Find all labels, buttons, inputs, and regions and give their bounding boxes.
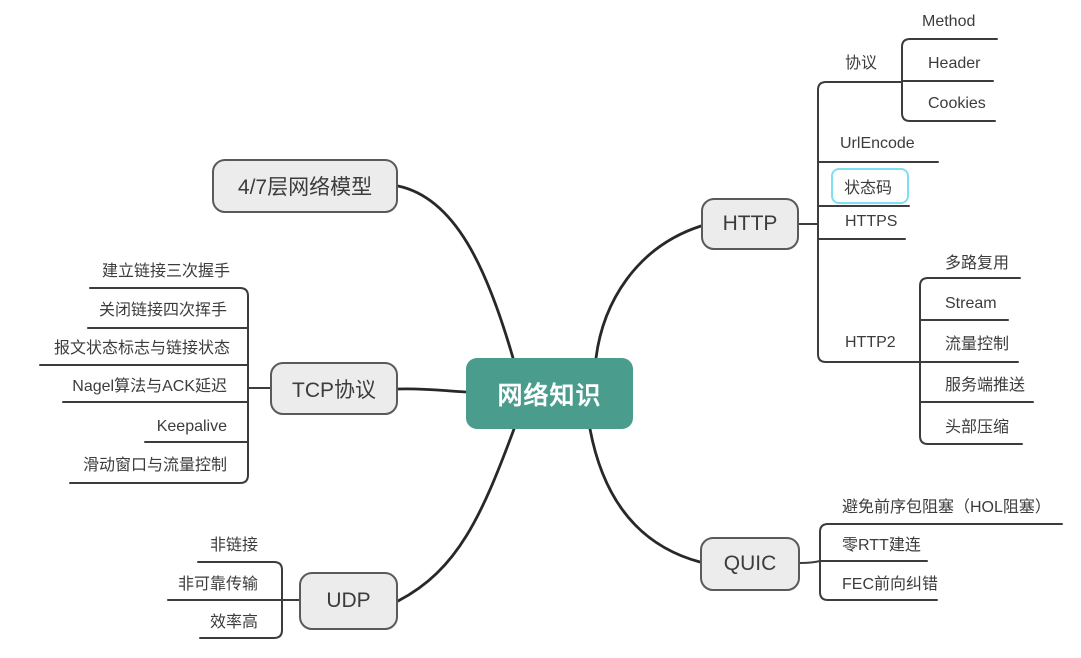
curve-root-udp — [396, 427, 516, 603]
topic-http[interactable]: HTTP — [701, 198, 799, 250]
leaf-stream[interactable]: Stream — [945, 295, 997, 312]
bracket-http-children — [817, 81, 921, 363]
node-http2[interactable]: HTTP2 — [845, 334, 896, 351]
leaf-flow-control[interactable]: 流量控制 — [945, 336, 1010, 353]
leaf-establish-3-handshake[interactable]: 建立链接三次握手 — [101, 263, 230, 280]
leaf-server-push[interactable]: 服务端推送 — [945, 377, 1026, 394]
leaf-fec[interactable]: FEC前向纠错 — [842, 576, 939, 593]
node-protocol[interactable]: 协议 — [845, 55, 878, 72]
leaf-cookies[interactable]: Cookies — [928, 95, 986, 112]
leaf-high-efficiency[interactable]: 效率高 — [209, 614, 258, 631]
leaf-hol-blocking[interactable]: 避免前序包阻塞（HOL阻塞） — [842, 499, 1051, 516]
leaf-urlencode[interactable]: UrlEncode — [840, 135, 915, 152]
leaf-header-compression[interactable]: 头部压缩 — [945, 419, 1010, 436]
leaf-https[interactable]: HTTPS — [845, 213, 898, 230]
curve-root-http — [594, 224, 703, 360]
leaf-unreliable-transport[interactable]: 非可靠传输 — [177, 576, 258, 593]
curve-root-quic — [588, 427, 702, 564]
leaf-sliding-window[interactable]: 滑动窗口与流量控制 — [82, 457, 227, 474]
leaf-status-code-selected[interactable]: 状态码 — [831, 168, 909, 204]
topic-layer-model[interactable]: 4/7层网络模型 — [212, 159, 398, 213]
topic-tcp[interactable]: TCP协议 — [270, 362, 398, 415]
leaf-zero-rtt[interactable]: 零RTT建连 — [842, 537, 921, 554]
topic-quic[interactable]: QUIC — [700, 537, 800, 591]
leaf-connectionless[interactable]: 非链接 — [209, 537, 258, 554]
central-topic[interactable]: 网络知识 — [466, 358, 633, 429]
leaf-multiplexing[interactable]: 多路复用 — [945, 255, 1010, 272]
curve-root-model — [396, 184, 515, 360]
leaf-header[interactable]: Header — [928, 55, 981, 72]
leaf-packet-state-flags[interactable]: 报文状态标志与链接状态 — [53, 340, 230, 357]
curve-root-tcp — [396, 387, 468, 394]
leaf-close-4-wave[interactable]: 关闭链接四次挥手 — [98, 302, 227, 319]
stub-quic — [799, 560, 821, 564]
bracket-tcp-children — [69, 287, 249, 484]
topic-udp[interactable]: UDP — [299, 572, 398, 630]
leaf-keepalive[interactable]: Keepalive — [156, 418, 227, 435]
leaf-method[interactable]: Method — [922, 13, 976, 30]
leaf-nagel-ack-delay[interactable]: Nagel算法与ACK延迟 — [72, 378, 227, 395]
